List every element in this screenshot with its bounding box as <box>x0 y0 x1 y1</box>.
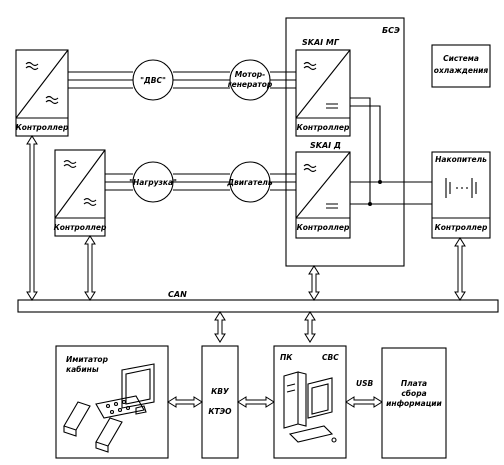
skai-mg-label: SKAI МГ <box>302 38 340 47</box>
svg-text:Мотор-: Мотор- <box>235 70 266 79</box>
svg-text:генератор: генератор <box>228 80 273 89</box>
data-acquisition-board-block: Плата сбора информации <box>381 347 447 459</box>
skai-d-label: SKAI Д <box>310 141 341 150</box>
ac-wave-icon <box>303 61 317 71</box>
can-bus <box>17 299 499 313</box>
load-circle: "Нагрузка" <box>129 161 177 203</box>
kvu-kteo-block: КВУ КТЭО <box>201 345 239 459</box>
storage-label: Накопитель <box>435 155 487 164</box>
battery-icon <box>445 178 477 198</box>
svg-text:"Нагрузка": "Нагрузка" <box>129 178 177 187</box>
ac-wave-icon <box>63 159 77 169</box>
svg-text:"ДВС": "ДВС" <box>140 76 166 85</box>
svg-text:КТЭО: КТЭО <box>208 407 232 416</box>
svg-text:КВУ: КВУ <box>211 387 230 396</box>
double-arrow-icon <box>26 135 38 301</box>
ac-wave-icon <box>83 197 97 207</box>
ac-wave-icon <box>303 163 317 173</box>
controller-label: Контроллер <box>297 123 350 132</box>
double-arrow-icon <box>167 396 203 408</box>
double-arrow-icon <box>345 396 383 408</box>
can-label: CAN <box>168 290 187 299</box>
controller-label: Контроллер <box>54 223 107 232</box>
bse-label: БСЭ <box>382 26 400 35</box>
dc-bus-lines <box>350 97 432 206</box>
pedal-icon <box>63 401 91 437</box>
double-arrow-icon <box>308 265 320 301</box>
can-link-arrows <box>26 135 466 343</box>
pedal-icon <box>95 417 123 453</box>
svg-text:кабины: кабины <box>66 365 99 374</box>
controller-label: Контроллер <box>297 223 350 232</box>
svg-text:Имитатор: Имитатор <box>66 355 109 364</box>
usb-label: USB <box>356 379 373 388</box>
double-arrow-icon <box>214 311 226 343</box>
storage-block: Накопитель Контроллер <box>431 151 491 239</box>
pc-label: ПК <box>280 353 293 362</box>
motor-circle: Двигатель <box>226 161 273 203</box>
double-arrow-icon <box>454 237 466 301</box>
svg-text:сбора: сбора <box>401 389 426 398</box>
motor-generator-circle: Мотор- генератор <box>228 59 273 101</box>
skai-mg-block: SKAI МГ Контроллер <box>295 38 351 137</box>
controller-label: Контроллер <box>435 223 488 232</box>
ac-wave-icon <box>45 95 59 105</box>
cooling-system-block <box>431 44 491 88</box>
keypad-icon <box>95 395 145 419</box>
controller-label: Контроллер <box>16 123 69 132</box>
dc-icon <box>326 103 338 109</box>
cooling-label-2: охлаждения <box>434 66 489 75</box>
ice-circle: "ДВС" <box>132 59 174 101</box>
double-arrow-icon <box>237 396 275 408</box>
double-arrow-icon <box>304 311 316 343</box>
skai-d-block: SKAI Д Контроллер <box>295 141 351 239</box>
ice-controller-block: Контроллер <box>15 49 69 137</box>
svg-text:информации: информации <box>386 399 442 408</box>
svg-text:Плата: Плата <box>401 379 427 388</box>
pc-svs-block: ПК СВС <box>273 345 347 459</box>
double-arrow-icon <box>84 235 96 301</box>
svg-text:Двигатель: Двигатель <box>226 178 273 187</box>
ac-wave-icon <box>25 61 39 71</box>
computer-icon <box>283 371 337 443</box>
cooling-label-1: Система <box>443 54 479 63</box>
svs-label: СВС <box>322 353 339 362</box>
cabin-simulator-block: Имитатор кабины <box>55 345 169 459</box>
load-controller-block: Контроллер <box>54 149 107 237</box>
ac-power-lines <box>68 71 296 191</box>
dc-icon <box>326 203 338 209</box>
